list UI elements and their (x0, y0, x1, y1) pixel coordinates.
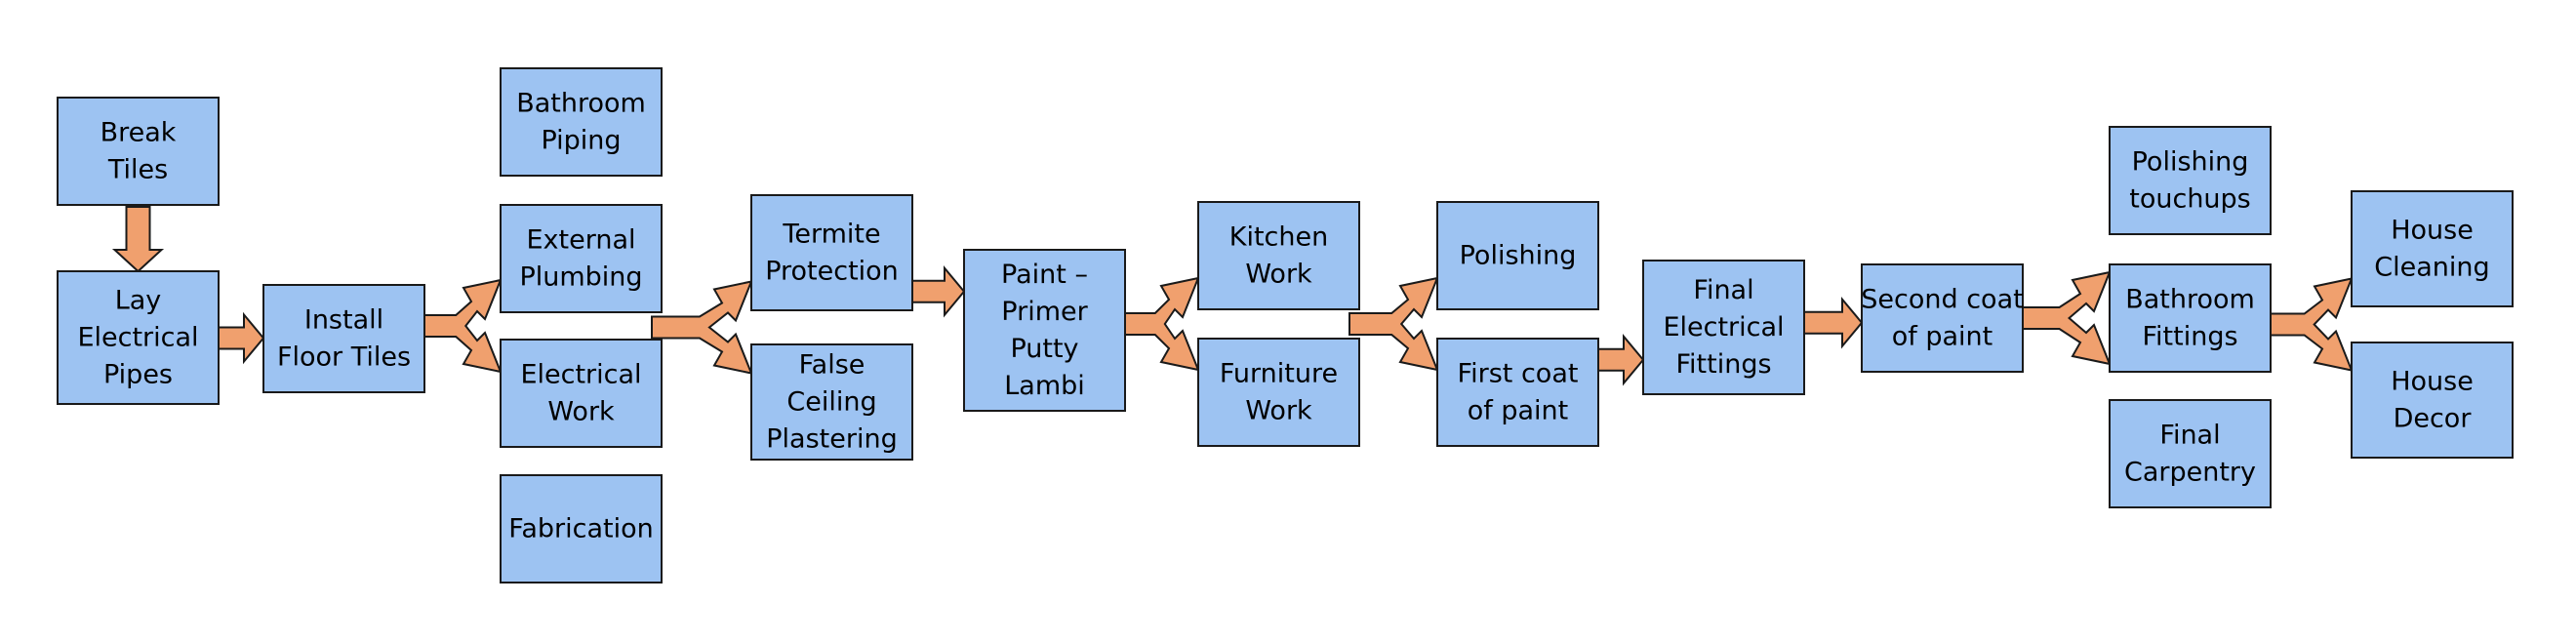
break-tiles-label-line: Tiles (107, 155, 168, 185)
bathroom-fittings-label-line: Fittings (2142, 322, 2237, 352)
bathroom-fittings-rect (2109, 263, 2272, 373)
termite-protection-label-line: Protection (765, 257, 899, 287)
polishing-box: Polishing (1436, 201, 1599, 310)
termite-protection-label-line: Termite (782, 220, 880, 250)
install-floor-tiles-label-line: Floor Tiles (277, 342, 411, 373)
first-coat-of-paint-rect (1436, 338, 1599, 447)
down-arrow-0 (111, 206, 165, 273)
polishing-touchups-box: Polishing touchups (2109, 126, 2272, 235)
break-tiles-label-line: Break (101, 118, 177, 148)
arrow-layer (111, 206, 2354, 386)
kitchen-work-label-line: Kitchen (1229, 222, 1328, 253)
fabrication-box: Fabrication (500, 474, 663, 584)
final-carpentry-label-line: Carpentry (2124, 458, 2256, 488)
furniture-work-label-line: Furniture (1220, 359, 1338, 389)
bathroom-piping-label-line: Piping (541, 126, 621, 156)
lay-electrical-pipes-label-line: Pipes (103, 360, 173, 390)
second-coat-of-paint-rect (1861, 263, 2024, 373)
final-carpentry-rect (2109, 399, 2272, 508)
paint-primer-putty-lambi-label-line: Putty (1010, 334, 1078, 364)
fabrication-rect (500, 474, 663, 584)
bathroom-piping-rect (500, 67, 663, 177)
install-floor-tiles-rect (262, 284, 425, 393)
kitchen-work-rect (1197, 201, 1360, 310)
lay-electrical-pipes-label-line: Electrical (77, 323, 198, 353)
second-coat-of-paint-label-line: of paint (1892, 322, 1993, 352)
split-arrow-10 (2260, 277, 2354, 372)
false-ceiling-plastering-label-line: Plastering (766, 424, 897, 455)
polishing-touchups-rect (2109, 126, 2272, 235)
polishing-touchups-label-line: Polishing (2132, 147, 2249, 178)
install-floor-tiles-label-line: Install (304, 305, 383, 336)
fabrication-label-line: Fabrication (508, 514, 653, 544)
first-coat-of-paint-label-line: First coat (1458, 359, 1579, 389)
termite-protection-rect (750, 194, 913, 311)
house-decor-rect (2351, 342, 2514, 459)
false-ceiling-plastering-label-line: False (799, 350, 865, 381)
bathroom-piping-label-line: Bathroom (516, 89, 646, 119)
external-plumbing-label-line: External (526, 225, 635, 256)
final-electrical-fittings-label-line: Final (1693, 275, 1753, 305)
paint-primer-putty-lambi-rect (963, 249, 1126, 412)
split-arrow-2 (414, 278, 503, 374)
break-tiles-rect (57, 97, 220, 206)
polishing-rect (1436, 201, 1599, 310)
paint-primer-putty-lambi-label-line: Lambi (1004, 371, 1085, 401)
electrical-work-label-line: Electrical (520, 360, 641, 390)
paint-primer-putty-lambi-label-line: Paint – (1001, 260, 1088, 290)
bathroom-fittings-label-line: Bathroom (2125, 285, 2255, 315)
split-arrow-3 (651, 280, 753, 375)
first-coat-of-paint-box: First coat of paint (1436, 338, 1599, 447)
external-plumbing-label-line: Plumbing (519, 262, 642, 293)
split-arrow-9 (2012, 270, 2112, 366)
kitchen-work-label-line: Work (1245, 260, 1312, 290)
house-decor-label-line: House (2391, 367, 2474, 397)
house-decor-label-line: Decor (2394, 404, 2473, 434)
paint-primer-putty-lambi-label-line: Primer (1001, 297, 1088, 327)
false-ceiling-plastering-label-line: Ceiling (786, 387, 876, 418)
final-carpentry-label-line: Final (2159, 421, 2220, 451)
split-arrow-6 (1348, 276, 1439, 372)
second-coat-of-paint-label-line: Second coat (1861, 285, 2023, 315)
house-cleaning-label-line: Cleaning (2374, 253, 2489, 283)
final-electrical-fittings-rect (1642, 260, 1805, 395)
furniture-work-label-line: Work (1245, 396, 1312, 426)
final-electrical-fittings-label-line: Electrical (1663, 312, 1784, 342)
house-cleaning-label-line: House (2391, 216, 2474, 246)
furniture-work-rect (1197, 338, 1360, 447)
house-cleaning-rect (2351, 190, 2514, 307)
box-layer: BreakTilesLayElectricalPipesInstallFloor… (57, 67, 2514, 584)
lay-electrical-pipes-rect (57, 270, 220, 405)
second-coat-of-paint-box: Second coat of paint (1861, 263, 2024, 373)
electrical-work-label-line: Work (547, 397, 615, 427)
electrical-work-rect (500, 339, 663, 448)
lay-electrical-pipes-label-line: Lay (115, 286, 162, 316)
first-coat-of-paint-label-line: of paint (1468, 396, 1569, 426)
polishing-touchups-label-line: touchups (2129, 184, 2251, 215)
final-electrical-fittings-label-line: Fittings (1675, 349, 1771, 380)
false-ceiling-plastering-rect (750, 343, 913, 461)
polishing-label-line: Polishing (1460, 241, 1577, 271)
external-plumbing-rect (500, 204, 663, 313)
split-arrow-5 (1114, 276, 1200, 372)
